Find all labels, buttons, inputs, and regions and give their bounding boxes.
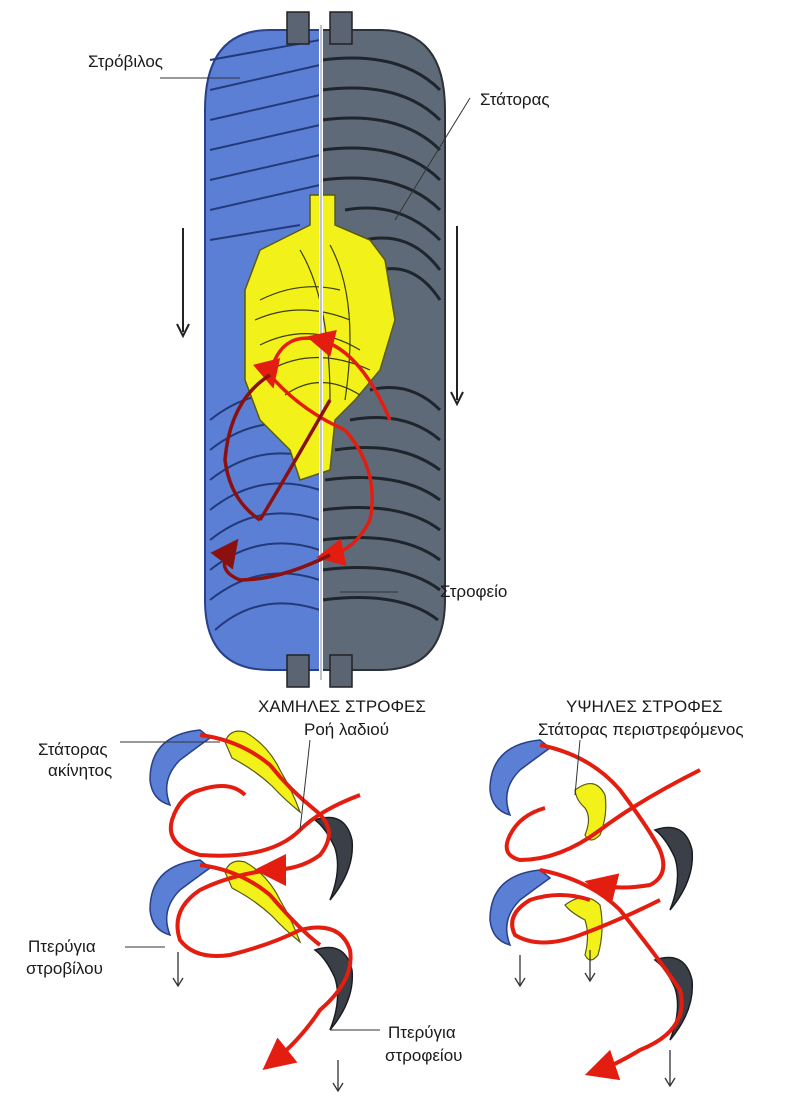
high-speed-diagram bbox=[490, 740, 700, 1086]
pump-blade-top bbox=[315, 818, 352, 901]
label-pump-blade-1: Πτερύγια bbox=[388, 1023, 456, 1043]
label-stator-fixed-1: Στάτορας bbox=[38, 740, 108, 760]
top-hub bbox=[287, 12, 309, 44]
label-oil-flow: Ροή λαδιού bbox=[304, 720, 389, 740]
label-turbine: Στρόβιλος bbox=[88, 52, 163, 72]
pump-blade-bottom bbox=[315, 948, 352, 1031]
turbine-blade-top-high bbox=[490, 740, 550, 815]
label-stator-rotating: Στάτορας περιστρεφόμενος bbox=[538, 720, 744, 740]
turbine-blade-top bbox=[150, 730, 210, 805]
label-stator: Στάτορας bbox=[480, 90, 550, 110]
label-turbine-blade-1: Πτερύγια bbox=[28, 937, 96, 957]
low-speed-diagram bbox=[120, 730, 380, 1091]
label-high-speed-title: ΥΨΗΛΕΣ ΣΤΡΟΦΕΣ bbox=[566, 697, 723, 717]
label-stator-fixed-2: ακίνητος bbox=[48, 761, 112, 781]
bottom-hub bbox=[287, 655, 309, 687]
label-pump: Στροφείο bbox=[440, 582, 507, 602]
label-pump-blade-2: στροφείου bbox=[385, 1046, 462, 1066]
pump-blade-top-high bbox=[655, 828, 692, 911]
label-low-speed-title: ΧΑΜΗΛΕΣ ΣΤΡΟΦΕΣ bbox=[258, 697, 426, 717]
label-turbine-blade-2: στροβίλου bbox=[26, 959, 103, 979]
converter-body bbox=[205, 12, 445, 687]
turbine-blade-bottom bbox=[150, 860, 210, 935]
